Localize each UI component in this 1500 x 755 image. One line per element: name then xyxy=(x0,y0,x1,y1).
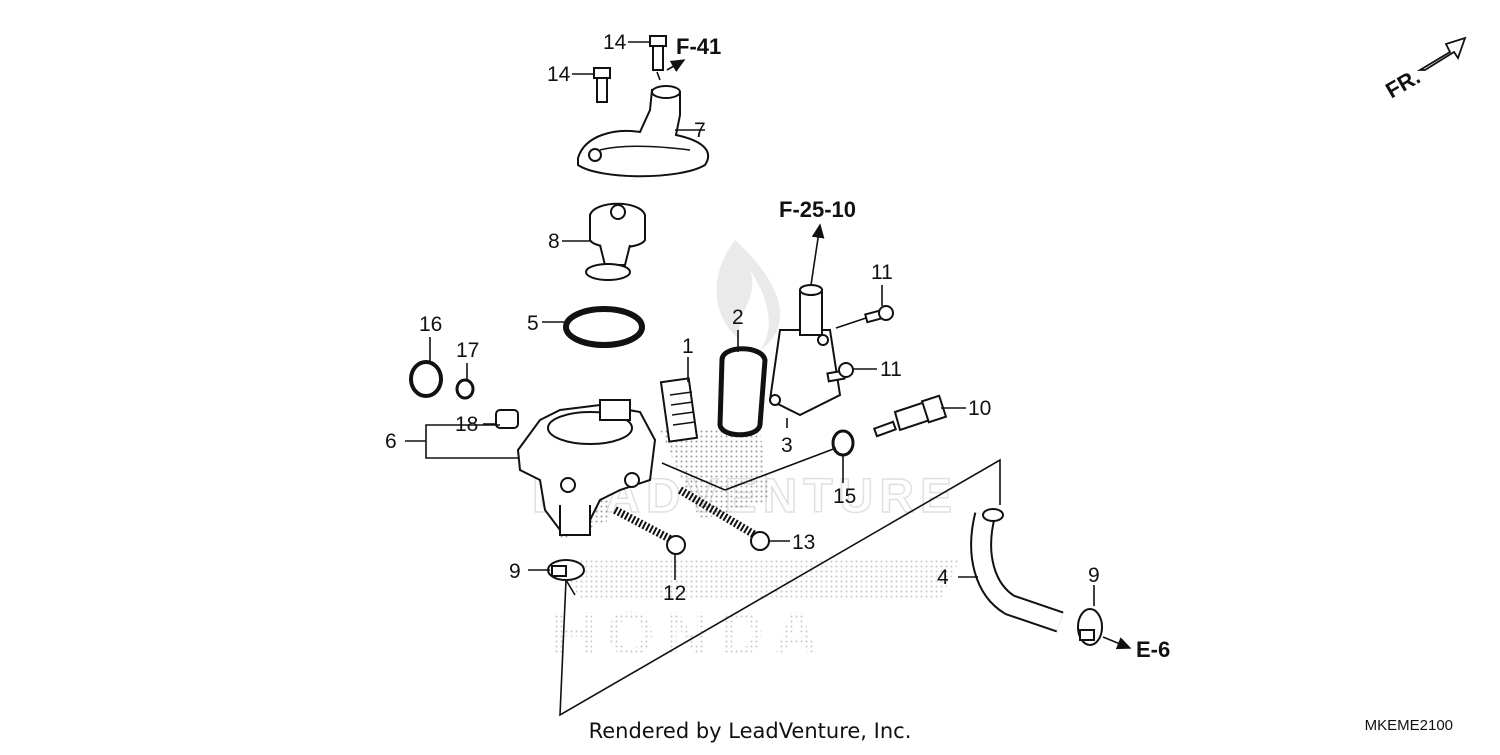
callout-7[interactable]: 7 xyxy=(694,119,706,142)
part-4-hose[interactable] xyxy=(970,508,1064,633)
callout-13[interactable]: 13 xyxy=(792,531,815,554)
part-14-bolt-upper[interactable] xyxy=(649,35,667,71)
callout-11-lower[interactable]: 11 xyxy=(880,358,902,381)
part-15-washer[interactable] xyxy=(831,429,855,457)
front-direction-indicator: FR. xyxy=(1381,36,1467,103)
footer-rendered-by: Rendered by LeadVenture, Inc. xyxy=(589,719,912,743)
callout-11-upper[interactable]: 11 xyxy=(871,261,893,284)
ref-f2510[interactable]: F-25-10 xyxy=(779,197,856,222)
part-6-thermostat-housing[interactable] xyxy=(516,399,657,536)
front-arrow-icon xyxy=(1416,36,1467,71)
callout-9-right[interactable]: 9 xyxy=(1088,564,1100,587)
ref-e6[interactable]: E-6 xyxy=(1136,637,1170,662)
callout-14-lower[interactable]: 14 xyxy=(547,63,571,86)
leader-lines xyxy=(405,41,1132,717)
callouts: 14 14 7 8 5 16 17 18 6 1 2 11 11 10 3 15… xyxy=(385,31,1100,605)
watermark-wing-shape xyxy=(560,560,960,600)
ref-f41[interactable]: F-41 xyxy=(676,34,721,59)
callout-5[interactable]: 5 xyxy=(527,312,539,335)
part-7-thermostat-cover[interactable] xyxy=(577,85,710,178)
watermark-flame-icon xyxy=(716,240,781,350)
callout-2[interactable]: 2 xyxy=(732,306,744,329)
callout-14-upper[interactable]: 14 xyxy=(603,31,627,54)
part-9-clamp-right[interactable] xyxy=(1077,608,1103,646)
callout-10[interactable]: 10 xyxy=(968,397,991,420)
watermark-bottom-text: HONDA xyxy=(551,600,828,669)
callout-16[interactable]: 16 xyxy=(419,313,442,336)
diagram-code: MKEME2100 xyxy=(1365,717,1453,734)
part-16-o-ring[interactable] xyxy=(409,360,443,398)
callout-12[interactable]: 12 xyxy=(663,582,686,605)
callout-18[interactable]: 18 xyxy=(455,413,478,436)
part-14-bolt-lower[interactable] xyxy=(593,67,611,103)
callout-9-left[interactable]: 9 xyxy=(509,560,521,583)
part-5-o-ring[interactable] xyxy=(563,306,645,348)
front-label: FR. xyxy=(1381,64,1424,103)
part-12-bolt[interactable] xyxy=(613,506,686,555)
part-11-bolt-lower[interactable] xyxy=(826,362,854,383)
part-8-thermostat[interactable] xyxy=(585,202,646,281)
callout-1[interactable]: 1 xyxy=(682,335,694,358)
callout-17[interactable]: 17 xyxy=(456,339,479,362)
callout-4[interactable]: 4 xyxy=(937,566,949,589)
callout-3[interactable]: 3 xyxy=(781,434,793,457)
callout-8[interactable]: 8 xyxy=(548,230,560,253)
part-10-temperature-sensor[interactable] xyxy=(872,394,948,438)
callout-6[interactable]: 6 xyxy=(385,430,397,453)
part-11-bolt-upper[interactable] xyxy=(864,305,894,324)
part-2-gasket[interactable] xyxy=(717,346,768,438)
part-3-pipe-joint[interactable] xyxy=(768,284,842,417)
part-1-filter[interactable] xyxy=(659,377,699,443)
callout-15[interactable]: 15 xyxy=(833,485,856,508)
part-9-clamp-left[interactable] xyxy=(547,559,585,581)
part-18-dowel[interactable] xyxy=(495,409,519,429)
part-17-o-ring[interactable] xyxy=(455,378,475,400)
